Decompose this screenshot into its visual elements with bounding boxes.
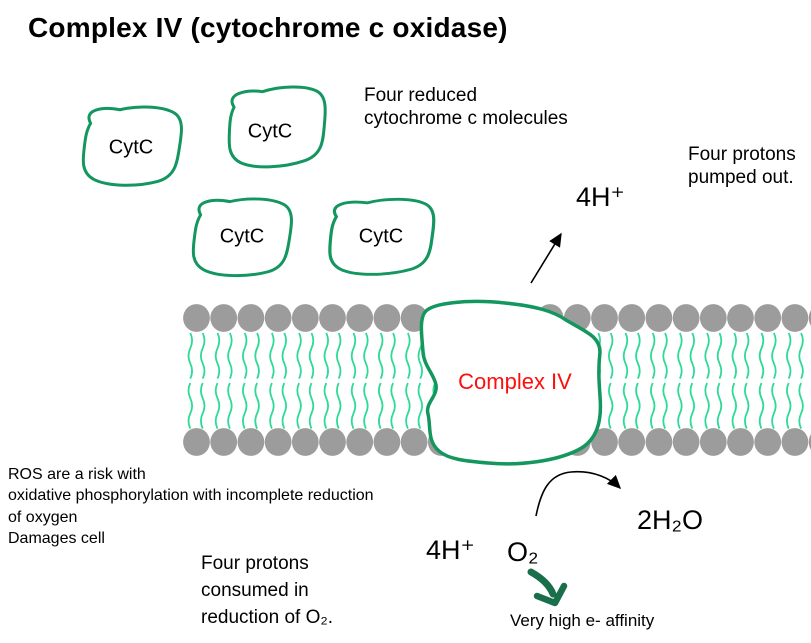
protons-pumped-note: Four protons pumped out.	[688, 144, 796, 189]
ros-warning-note: ROS are a risk with oxidative phosphoryl…	[8, 466, 374, 547]
electron-affinity-note: Very high e- affinity	[510, 611, 655, 630]
cytc-label-2: CytC	[247, 120, 293, 143]
diagram-title: Complex IV (cytochrome c oxidase)	[28, 12, 508, 43]
protons-pumped-formula: 4H⁺	[576, 182, 625, 212]
protons-consumed-formula: 4H⁺	[426, 535, 475, 565]
cytc-label-1: CytC	[108, 136, 154, 159]
complex-iv-label: Complex IV	[458, 369, 572, 394]
proton-pump-arrow	[530, 232, 562, 284]
complex-iv-shape	[419, 299, 603, 466]
four-reduced-note: Four reduced cytochrome c molecules	[364, 85, 568, 130]
water-formation-arrow	[535, 470, 622, 517]
cytc-label-4: CytC	[358, 225, 404, 248]
protons-consumed-note: Four protons consumed in reduction of O₂…	[201, 553, 333, 628]
oxygen-formula: O₂	[507, 537, 539, 567]
cytc-label-3: CytC	[219, 225, 265, 248]
water-formula: 2H₂O	[637, 505, 703, 535]
electron-affinity-arrow	[527, 568, 568, 607]
